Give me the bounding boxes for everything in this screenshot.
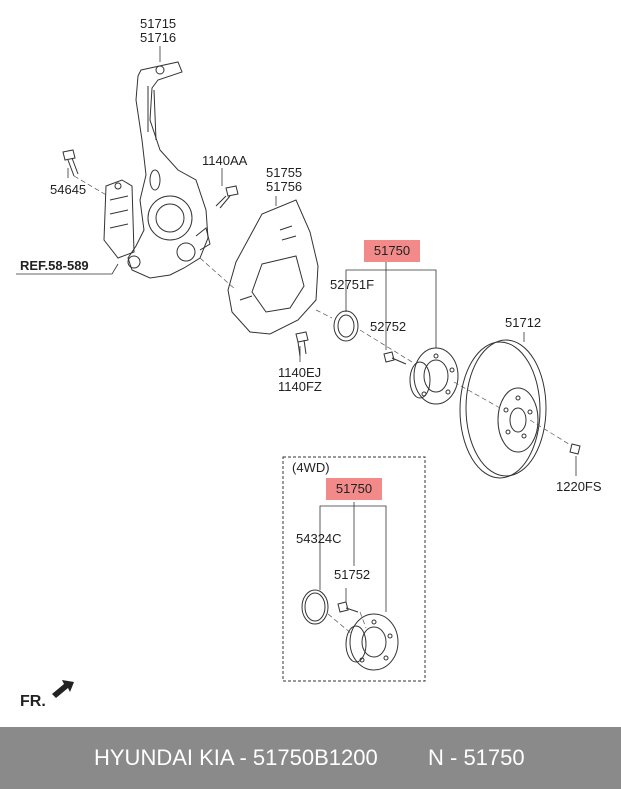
steering-knuckle [127, 61, 211, 279]
footer-ref-code: N - 51750 [428, 745, 525, 770]
label-51712: 51712 [505, 315, 542, 330]
label-1140ej: 1140EJ [278, 365, 322, 380]
bolt-51752-bottom [337, 601, 359, 613]
label-51715: 51715 [140, 16, 177, 31]
o-ring-54324c [301, 589, 329, 625]
front-arrow-icon [52, 680, 74, 698]
part-highlight-bottom: 51750 [326, 478, 382, 500]
brake-disc [459, 339, 547, 479]
bolt-54645 [62, 149, 79, 177]
parts-diagram [16, 46, 581, 698]
bolt-1140ej [295, 331, 309, 357]
label-52751f: 52751F [330, 277, 375, 292]
label-51755: 51755 [266, 165, 303, 180]
footer-bar: HYUNDAI KIA - 51750B1200 N - 51750 [0, 727, 621, 789]
label-54645: 54645 [50, 182, 87, 197]
screw-1220fs [569, 443, 581, 455]
fr-label: FR. [20, 693, 46, 710]
bolt-52752-top [383, 351, 407, 365]
label-51716: 51716 [140, 30, 177, 45]
label-52752: 52752 [370, 319, 407, 334]
part-highlight-top: 51750 [364, 240, 420, 262]
bolt-1140aa [215, 185, 239, 209]
sensor-bracket [103, 179, 135, 259]
dust-cover [227, 199, 319, 335]
label-51756: 51756 [266, 179, 303, 194]
label-1140aa: 1140AA [202, 153, 248, 168]
label-1220fs: 1220FS [556, 479, 602, 494]
label-1140fz: 1140FZ [278, 379, 322, 394]
hub-bearing-bottom [345, 613, 399, 671]
footer-part-number: HYUNDAI KIA - 51750B1200 [94, 745, 378, 770]
label-54324c: 54324C [296, 531, 342, 546]
4wd-box [282, 456, 426, 682]
ref-label: REF.58-589 [20, 258, 89, 273]
label-4wd: (4WD) [292, 460, 330, 475]
hub-bearing-top [409, 347, 459, 405]
label-51752: 51752 [334, 567, 371, 582]
